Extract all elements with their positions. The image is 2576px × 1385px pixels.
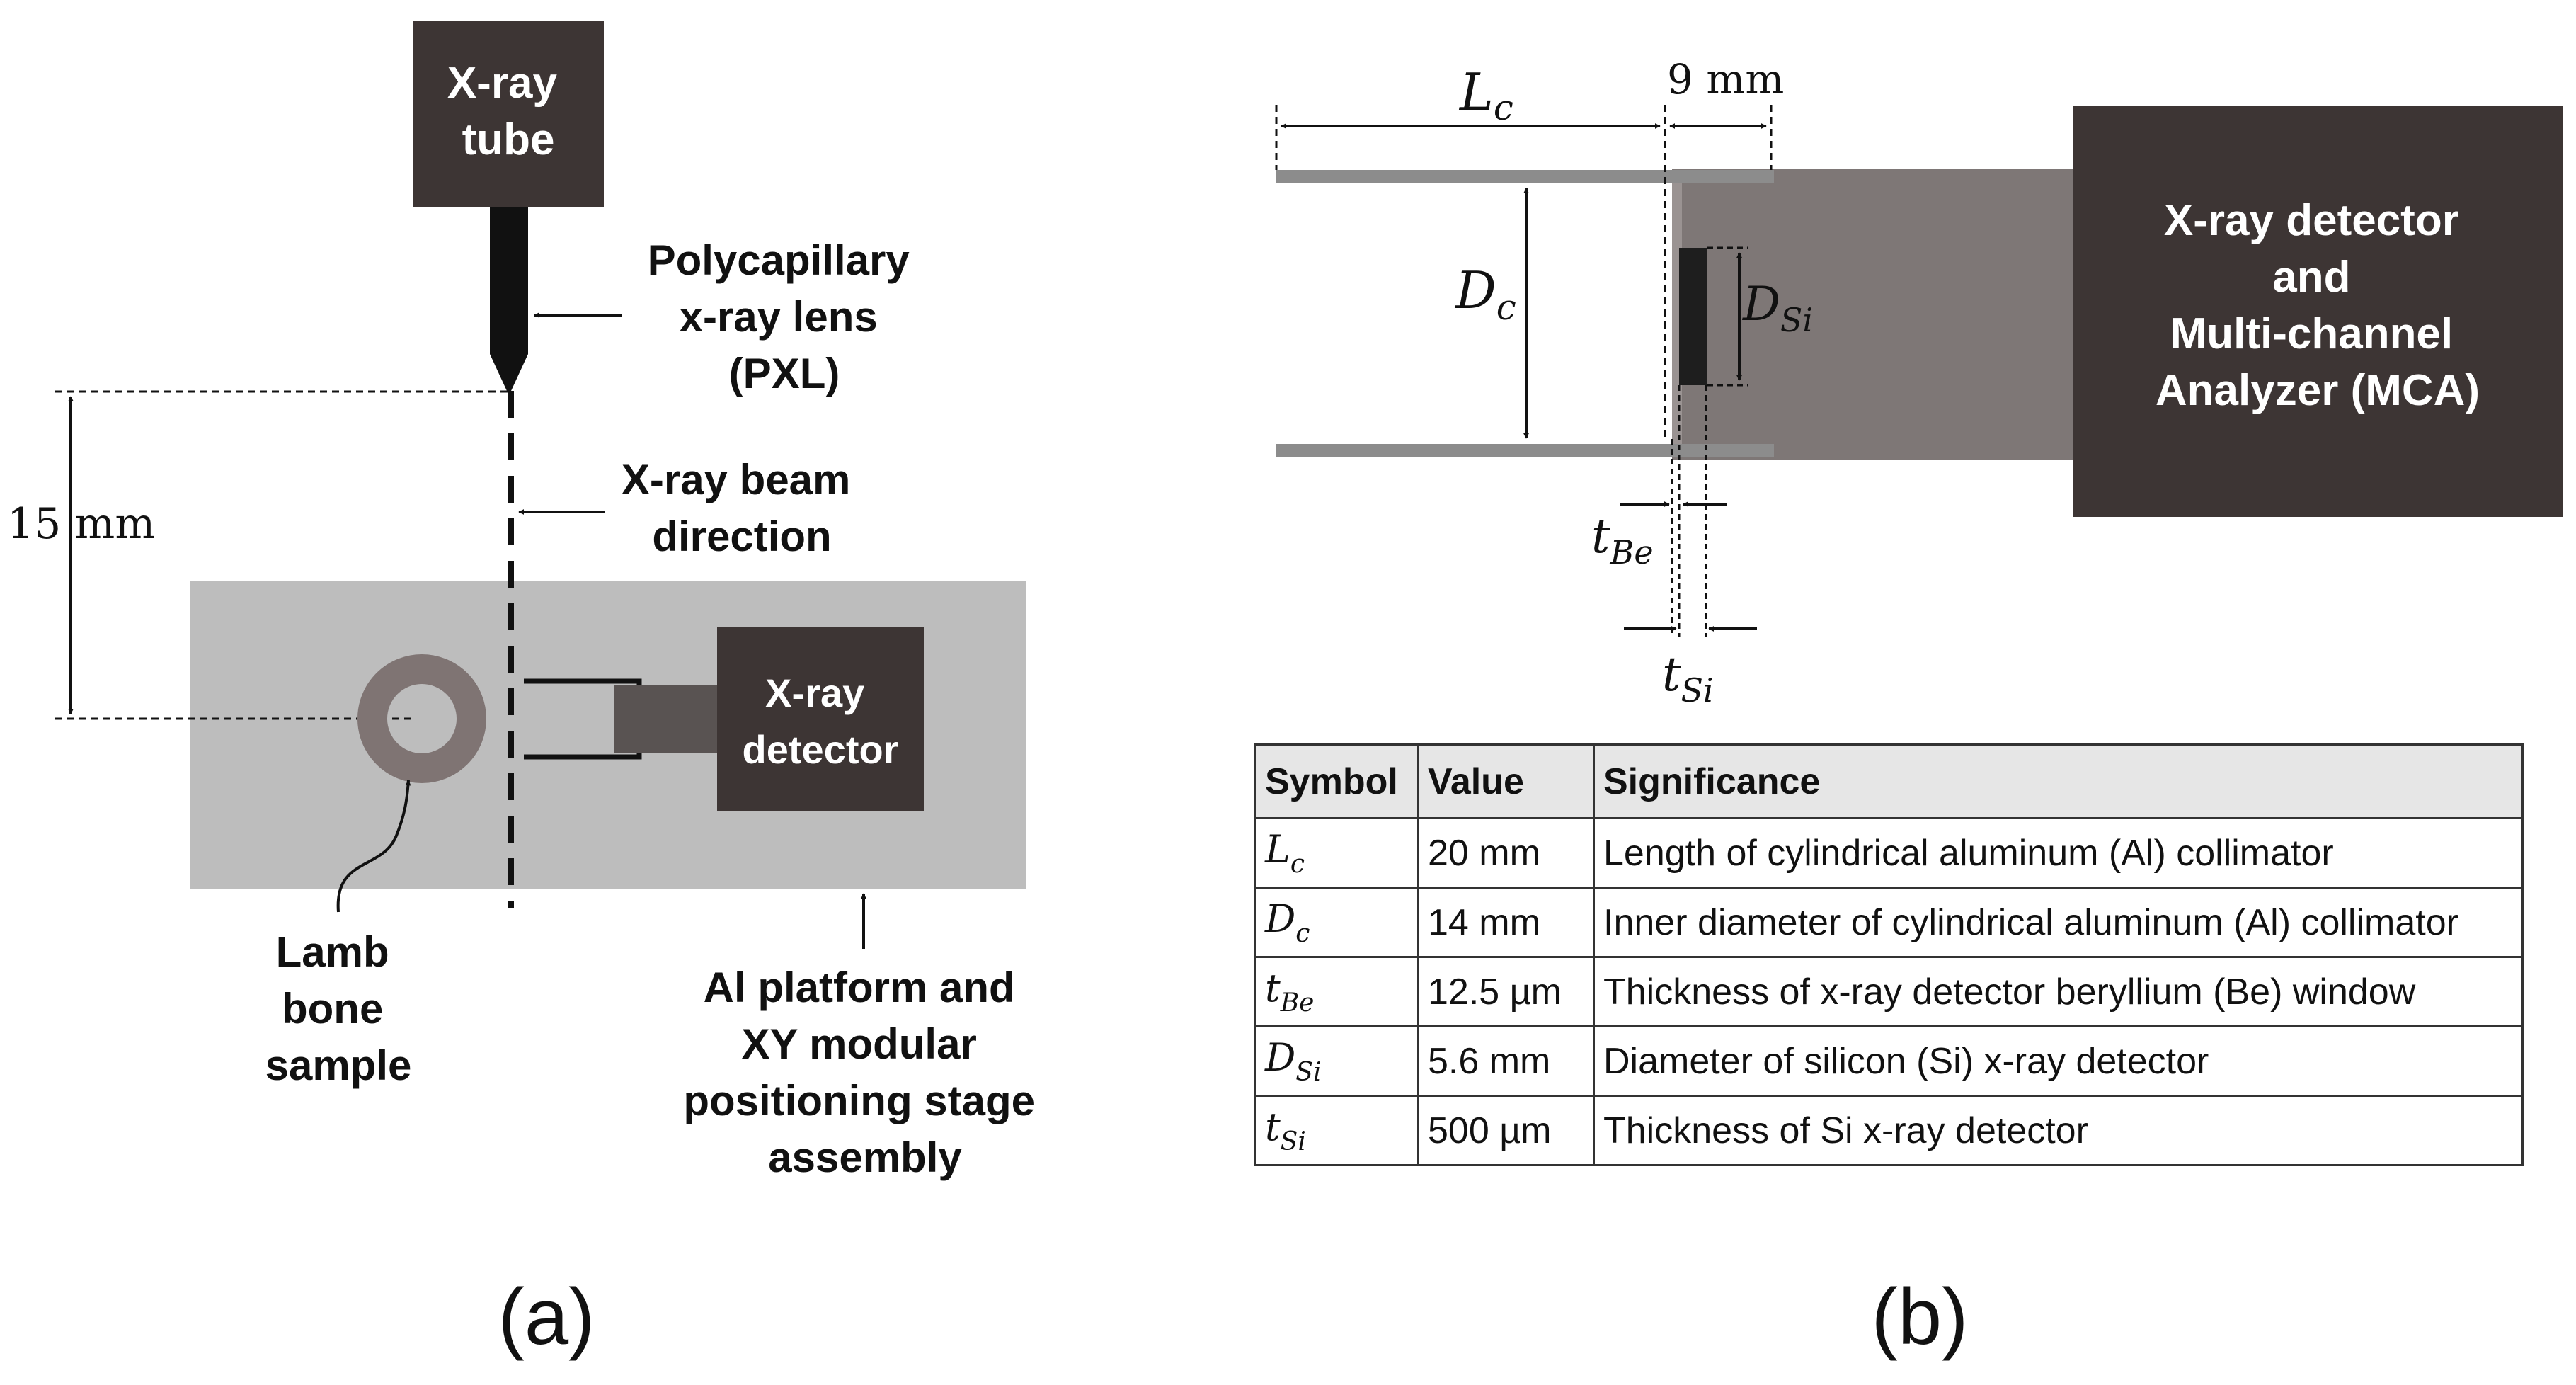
table-row: tBe 12.5 µm Thickness of x-ray detector … — [1254, 956, 2524, 1027]
svg-text:X-ray detector: X-ray detector — [743, 671, 899, 772]
table-header-row: Symbol Value Significance — [1254, 743, 2524, 819]
sample-label-line3: sample — [265, 1042, 412, 1089]
lens-label-line2: x-ray lens — [680, 293, 878, 341]
significance-cell: Thickness of x-ray detector beryllium (B… — [1593, 956, 2524, 1027]
distance-label: 15 mm — [7, 499, 155, 549]
significance-cell: Length of cylindrical aluminum (Al) coll… — [1593, 817, 2524, 889]
si-detector-crystal — [1679, 248, 1707, 385]
collimator-top-wall — [1276, 170, 1774, 183]
mca-box — [2073, 106, 2563, 517]
tube-label-line1: X-ray — [447, 59, 558, 108]
symbol-cell: Lc — [1254, 817, 1419, 889]
lens-label-line3: (PXL) — [729, 350, 840, 397]
caption-b: (b) — [1872, 1272, 1969, 1361]
svg-text:X-ray tube: X-ray tube — [447, 59, 569, 164]
polycapillary-lens — [490, 207, 528, 391]
value-cell: 14 mm — [1417, 887, 1595, 958]
caption-a: (a) — [498, 1272, 595, 1361]
sample-pointer-curve — [336, 780, 411, 913]
table-row: DSi 5.6 mm Diameter of silicon (Si) x-ra… — [1254, 1025, 2524, 1097]
panel-b: X-ray detector and Multi-channel Analyze… — [1275, 55, 2563, 1361]
header-significance: Significance — [1593, 743, 2524, 819]
table-row: Dc 14 mm Inner diameter of cylindrical a… — [1254, 887, 2524, 958]
significance-cell: Inner diameter of cylindrical aluminum (… — [1593, 887, 2524, 958]
header-symbol: Symbol — [1254, 743, 1419, 819]
sample-label-line1: Lamb — [276, 928, 389, 976]
table-row: tSi 500 µm Thickness of Si x-ray detecto… — [1254, 1095, 2524, 1166]
dc-label: Dc — [1454, 261, 1516, 328]
lc-label: Lc — [1458, 62, 1513, 128]
value-cell: 5.6 mm — [1417, 1025, 1595, 1097]
table-row: Lc 20 mm Length of cylindrical aluminum … — [1254, 817, 2524, 889]
platform-label-line1: Al platform and — [704, 964, 1015, 1011]
detector-label-line1: X-ray — [765, 671, 864, 715]
significance-cell: Diameter of silicon (Si) x-ray detector — [1593, 1025, 2524, 1097]
mca-label-line4: Analyzer (MCA) — [2156, 366, 2480, 415]
value-cell: 20 mm — [1417, 817, 1595, 889]
lamb-bone-sample — [357, 654, 486, 783]
tbe-label: tBe — [1591, 509, 1654, 571]
beam-label-line1: X-ray beam — [622, 456, 851, 503]
significance-cell: Thickness of Si x-ray detector — [1593, 1095, 2524, 1166]
xray-tube-box — [413, 21, 604, 207]
value-cell: 500 µm — [1417, 1095, 1595, 1166]
lens-label-line1: Polycapillary — [648, 236, 910, 284]
platform-label-line3: positioning stage — [683, 1077, 1035, 1124]
xray-detector-box — [717, 627, 924, 811]
svg-text:Al platform and XY modul: Al platform and XY modular positioning s… — [683, 964, 1046, 1181]
panel-a: X-ray tube Polycapillary x-ray lens (PXL… — [7, 21, 1046, 1361]
collimator-bottom-wall — [1276, 444, 1774, 457]
beam-label-line2: direction — [652, 513, 831, 560]
header-value: Value — [1417, 743, 1595, 819]
tsi-label: tSi — [1662, 647, 1714, 709]
symbol-cell: Dc — [1254, 887, 1419, 958]
mca-label-line1: X-ray detector — [2164, 196, 2459, 245]
value-cell: 12.5 µm — [1417, 956, 1595, 1027]
mca-label-line3: Multi-channel — [2170, 309, 2454, 358]
sample-label-line2: bone — [282, 985, 383, 1032]
mca-label-line2: and — [2272, 253, 2350, 302]
parameter-table: Symbol Value Significance Lc 20 mm Lengt… — [1254, 743, 2524, 1166]
platform-label-line4: assembly — [768, 1134, 962, 1181]
symbol-cell: tBe — [1254, 956, 1419, 1027]
gap-label: 9 mm — [1667, 55, 1784, 103]
detector-label-line2: detector — [743, 727, 899, 772]
platform-label-line2: XY modular — [742, 1020, 977, 1068]
tube-label-line2: tube — [462, 115, 555, 164]
svg-text:Lamb bone sample: Lamb bone sample — [265, 928, 412, 1089]
symbol-cell: tSi — [1254, 1095, 1419, 1166]
detector-neck — [614, 685, 721, 753]
dsi-label: DSi — [1742, 277, 1813, 339]
svg-text:Polycapillary x-ray lens: Polycapillary x-ray lens (PXL) — [648, 236, 922, 397]
detector-body — [1672, 169, 2091, 460]
symbol-cell: DSi — [1254, 1025, 1419, 1097]
svg-text:X-ray beam direction: X-ray beam direction — [622, 456, 862, 560]
svg-text:X-ray detector and: X-ray detector and Multi-channel Analyze… — [2156, 196, 2480, 415]
